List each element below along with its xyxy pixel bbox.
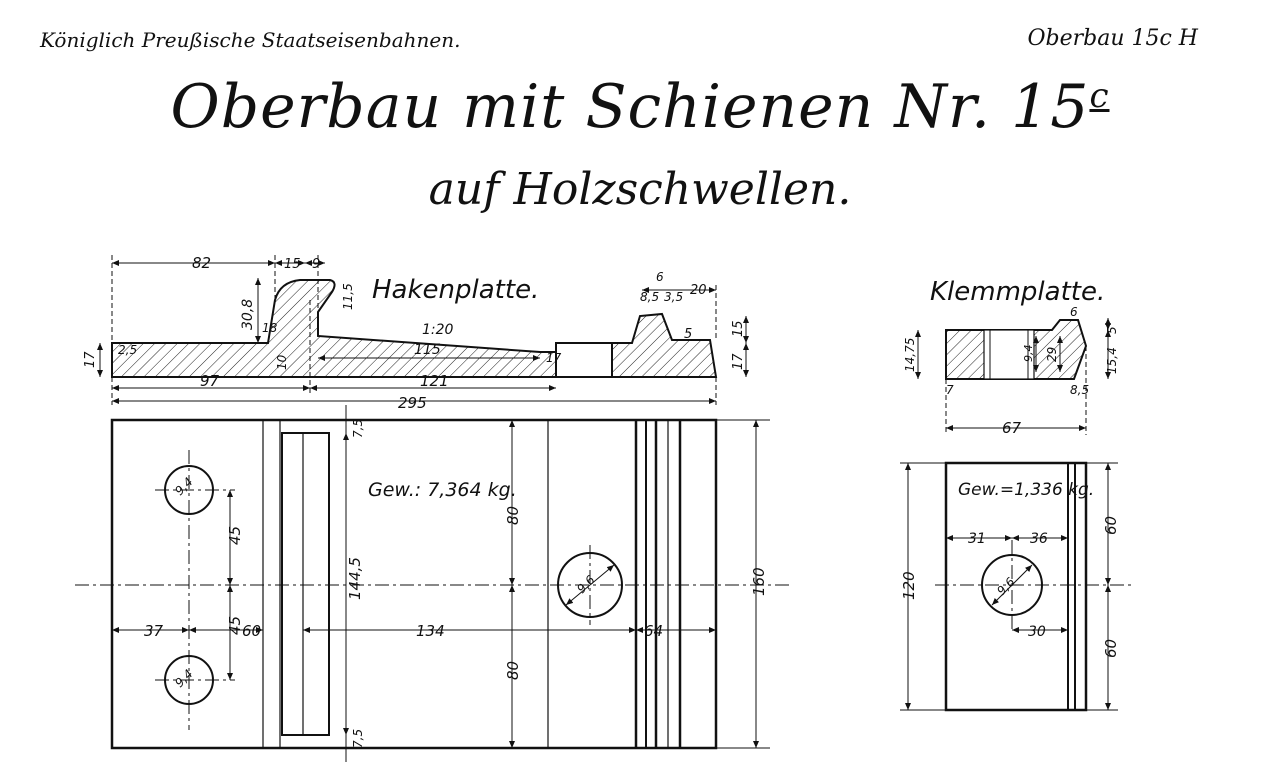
dim-17-left: 17 <box>83 351 98 368</box>
dim-64: 64 <box>644 622 663 640</box>
k-dim-31: 31 <box>968 531 986 547</box>
dim-2-5: 2,5 <box>118 343 137 357</box>
bolt-hole-upper <box>164 465 214 515</box>
klemmplatte-section <box>915 318 1111 435</box>
drawing-title: Oberbau mit Schienen Nr. 15c <box>0 72 1280 142</box>
dim-7-5-bottom: 7,5 <box>351 729 365 748</box>
dim-160: 160 <box>750 567 768 596</box>
dim-9-4-lower: 9,4 <box>172 667 195 690</box>
dim-97: 97 <box>200 372 220 390</box>
dim-17-mid: 17 <box>546 351 562 365</box>
k-dim-15-4: 15,4 <box>1105 347 1119 374</box>
k-dim-60-lower: 60 <box>1102 639 1120 658</box>
dim-5: 5 <box>684 327 692 342</box>
k-dim-7: 7 <box>946 383 954 397</box>
dim-20: 20 <box>690 283 707 298</box>
dim-134: 134 <box>416 622 445 640</box>
k-dim-8-5: 8,5 <box>1070 383 1089 397</box>
k-dim-5: 5 <box>1105 326 1119 334</box>
dim-15-right: 15 <box>731 320 746 337</box>
dim-115: 115 <box>414 342 441 358</box>
dim-80-lower: 80 <box>504 661 522 680</box>
dim-10: 10 <box>275 354 289 370</box>
hakenplatte-label: Hakenplatte. <box>372 275 539 305</box>
klemmplatte-outline <box>944 461 1088 712</box>
dim-7-5-top: 7,5 <box>351 419 365 438</box>
k-dim-67: 67 <box>1002 419 1022 437</box>
hakenplatte-plan <box>75 405 790 762</box>
klemmplatte-bolt-hole <box>981 554 1043 616</box>
k-dim-9-6: 9,6 <box>994 574 1018 598</box>
title-superscript: c <box>1089 76 1110 116</box>
hakenplatte-web <box>555 342 613 378</box>
dim-18: 18 <box>262 321 278 335</box>
drawing-subtitle: auf Holzschwellen. <box>428 164 852 215</box>
hakenplatte-section <box>97 255 749 405</box>
klemmplatte-label: Klemmplatte. <box>930 277 1105 307</box>
hakenplatte-right-lip <box>611 312 718 378</box>
dim-8-5: 8,5 <box>640 290 659 304</box>
railway-authority-label: Königlich Preußische Staatseisenbahnen. <box>40 28 461 52</box>
k-dim-29: 29 <box>1045 347 1059 362</box>
dim-9-4-upper: 9,4 <box>172 475 195 498</box>
klemmplatte-plan <box>900 461 1135 712</box>
k-dim-120: 120 <box>900 571 918 600</box>
dim-37: 37 <box>144 622 164 640</box>
k-dim-36: 36 <box>1030 531 1048 547</box>
k-dim-6: 6 <box>1070 305 1078 319</box>
bolt-hole-right <box>557 552 623 618</box>
dim-3-5: 3,5 <box>664 290 683 304</box>
dim-9: 9 <box>312 257 320 272</box>
klemmplatte-labels: Klemmplatte. Gew.=1,336 kg. 6 5 14,75 9,… <box>900 277 1120 658</box>
dim-45-lower: 45 <box>226 616 244 635</box>
dim-45-upper: 45 <box>226 526 244 545</box>
dim-80-upper: 80 <box>504 506 522 525</box>
klemmplatte-weight: Gew.=1,336 kg. <box>958 480 1094 500</box>
bolt-hole-lower <box>164 655 214 705</box>
k-dim-14-75: 14,75 <box>903 338 917 372</box>
drawing-code: Oberbau 15c H <box>1027 26 1198 51</box>
k-dim-60-upper: 60 <box>1102 516 1120 535</box>
k-dim-9-4: 9,4 <box>1022 345 1035 363</box>
dim-144-5: 144,5 <box>346 557 364 600</box>
dim-82: 82 <box>192 254 211 272</box>
dim-15: 15 <box>284 257 301 272</box>
dim-121: 121 <box>420 372 449 390</box>
dim-295: 295 <box>398 394 427 412</box>
dim-9-6: 9,6 <box>574 572 598 596</box>
dim-11-5: 11,5 <box>341 283 355 310</box>
dim-30-8: 30,8 <box>240 299 256 330</box>
dim-6: 6 <box>656 270 664 284</box>
hakenplatte-outline <box>110 418 718 750</box>
title-main: Oberbau mit Schienen Nr. 15 <box>170 72 1090 142</box>
k-dim-30: 30 <box>1028 624 1046 640</box>
dim-slope: 1:20 <box>422 322 454 338</box>
dim-17-right: 17 <box>731 353 746 370</box>
dim-60: 60 <box>242 622 261 640</box>
hakenplatte-weight: Gew.: 7,364 kg. <box>368 479 517 501</box>
